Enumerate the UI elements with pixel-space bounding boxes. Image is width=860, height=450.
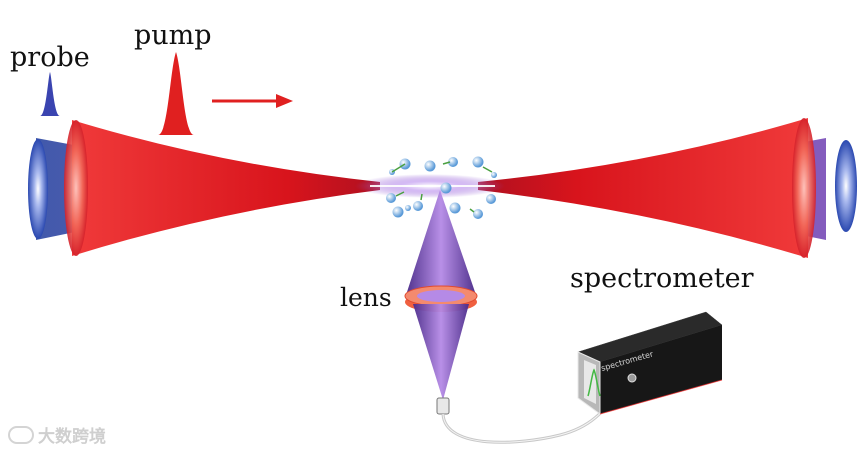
spectrometer-label: spectrometer bbox=[570, 263, 754, 294]
pump-beam bbox=[64, 118, 816, 258]
molecule bbox=[486, 194, 496, 204]
watermark: 大数跨境 bbox=[8, 422, 106, 447]
molecule bbox=[442, 157, 458, 167]
device-spectrum-icon bbox=[587, 368, 601, 397]
probe-label: probe bbox=[10, 42, 90, 73]
molecule bbox=[469, 208, 483, 219]
watermark-text: 大数跨境 bbox=[38, 427, 106, 447]
lens-label: lens bbox=[340, 283, 392, 312]
molecule bbox=[389, 158, 411, 175]
molecule bbox=[413, 193, 423, 211]
probe-pulse bbox=[40, 72, 60, 116]
fiber-port bbox=[627, 373, 637, 383]
molecules bbox=[386, 156, 497, 219]
watermark-logo-icon bbox=[8, 425, 34, 444]
molecule bbox=[392, 205, 411, 218]
spectrometer-device: spectrometer bbox=[577, 311, 723, 415]
molecule bbox=[440, 182, 452, 194]
molecule bbox=[472, 156, 497, 178]
collection-cone-upper bbox=[407, 190, 475, 292]
collection-cone-lower bbox=[413, 304, 469, 400]
pump-label: pump bbox=[134, 20, 212, 51]
propagation-arrow bbox=[212, 94, 293, 108]
pump-pulse bbox=[158, 52, 194, 135]
molecule bbox=[449, 202, 461, 214]
molecule bbox=[386, 191, 405, 203]
molecule bbox=[424, 160, 436, 172]
